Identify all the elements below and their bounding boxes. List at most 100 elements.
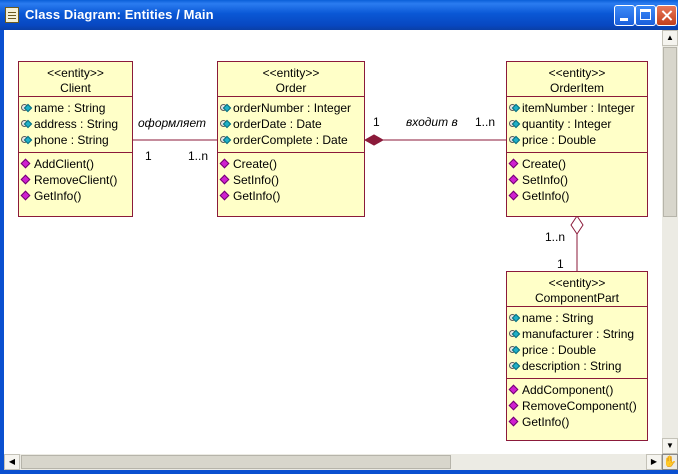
operation-icon (219, 174, 230, 185)
multiplicity-order-side: 1 (373, 115, 380, 129)
attribute-icon (21, 119, 32, 129)
operation-icon (508, 384, 519, 395)
attribute-icon (509, 361, 520, 371)
multiplicity-item-side: 1..n (545, 230, 566, 244)
attributes-section: name : String manufacturer : String pric… (507, 307, 647, 379)
diagram-canvas[interactable]: оформляет 1 1..n 1 входит в 1..n 1..n 1 … (4, 30, 662, 454)
operation-row[interactable]: SetInfo() (219, 172, 364, 188)
attributes-section: orderNumber : Integer orderDate : Date o… (218, 97, 364, 153)
class-name: OrderItem (549, 81, 604, 95)
operations-section: Create() SetInfo() GetInfo() (507, 153, 647, 208)
attribute-row[interactable]: quantity : Integer (509, 116, 647, 132)
pan-hand-icon[interactable]: ✋ (662, 454, 678, 470)
operation-icon (508, 174, 519, 185)
attribute-icon (509, 103, 520, 113)
multiplicity-client: 1 (145, 149, 152, 163)
stereotype: <<entity>> (548, 66, 606, 80)
operation-icon (219, 158, 230, 169)
operation-row[interactable]: SetInfo() (508, 172, 647, 188)
class-header: <<entity>> Order (218, 62, 364, 97)
composition-diamond-icon (363, 134, 385, 146)
operation-icon (219, 190, 230, 201)
class-name: ComponentPart (534, 291, 620, 305)
class-header: <<entity>> Client (19, 62, 132, 97)
operation-icon (508, 158, 519, 169)
association-label-order-item: входит в (406, 115, 458, 129)
attribute-row[interactable]: manufacturer : String (509, 326, 647, 342)
multiplicity-orderitem: 1..n (475, 115, 496, 129)
attribute-row[interactable]: price : Double (509, 132, 647, 148)
operation-row[interactable]: RemoveComponent() (508, 398, 647, 414)
attribute-icon (509, 119, 520, 129)
attribute-row[interactable]: name : String (21, 100, 132, 116)
class-name: Client (60, 81, 91, 95)
operations-section: AddClient() RemoveClient() GetInfo() (19, 153, 132, 208)
operation-row[interactable]: AddClient() (20, 156, 132, 172)
attribute-icon (21, 103, 32, 113)
operation-icon (20, 190, 31, 201)
title-bar[interactable]: Class Diagram: Entities / Main (0, 0, 678, 30)
operation-row[interactable]: AddComponent() (508, 382, 647, 398)
attribute-icon (220, 135, 231, 145)
operation-row[interactable]: GetInfo() (20, 188, 132, 204)
attribute-icon (509, 135, 520, 145)
attributes-section: itemNumber : Integer quantity : Integer … (507, 97, 647, 153)
class-name: Order (275, 81, 307, 95)
stereotype: <<entity>> (262, 66, 320, 80)
attribute-icon (509, 313, 520, 323)
operations-section: AddComponent() RemoveComponent() GetInfo… (507, 379, 647, 434)
window-title: Class Diagram: Entities / Main (25, 7, 214, 22)
attribute-row[interactable]: price : Double (509, 342, 647, 358)
attribute-row[interactable]: description : String (509, 358, 647, 374)
horizontal-scrollbar[interactable]: ◀ ▶ (4, 454, 662, 470)
maximize-button[interactable] (635, 5, 656, 26)
close-button[interactable] (656, 5, 677, 26)
attribute-row[interactable]: itemNumber : Integer (509, 100, 647, 116)
scroll-down-button[interactable]: ▼ (662, 438, 678, 454)
operation-icon (508, 190, 519, 201)
horizontal-scroll-thumb[interactable] (21, 455, 451, 469)
attribute-row[interactable]: orderDate : Date (220, 116, 364, 132)
scroll-right-button[interactable]: ▶ (646, 454, 662, 470)
class-orderitem[interactable]: <<entity>> OrderItem itemNumber : Intege… (506, 61, 648, 217)
attribute-icon (21, 135, 32, 145)
attributes-section: name : String address : String phone : S… (19, 97, 132, 153)
class-client[interactable]: <<entity>> Client name : String address … (18, 61, 133, 217)
document-icon[interactable] (5, 7, 19, 23)
operation-row[interactable]: GetInfo() (508, 188, 647, 204)
attribute-icon (220, 119, 231, 129)
multiplicity-order: 1..n (188, 149, 209, 163)
vertical-scroll-thumb[interactable] (663, 47, 677, 217)
operation-row[interactable]: GetInfo() (508, 414, 647, 430)
class-componentpart[interactable]: <<entity>> ComponentPart name : String m… (506, 271, 648, 441)
class-order[interactable]: <<entity>> Order orderNumber : Integer o… (217, 61, 365, 217)
minimize-button[interactable] (614, 5, 635, 26)
class-header: <<entity>> OrderItem (507, 62, 647, 97)
operation-row[interactable]: Create() (508, 156, 647, 172)
operations-section: Create() SetInfo() GetInfo() (218, 153, 364, 208)
attribute-row[interactable]: orderNumber : Integer (220, 100, 364, 116)
attribute-icon (509, 345, 520, 355)
operation-row[interactable]: RemoveClient() (20, 172, 132, 188)
association-label-client-order: оформляет (138, 116, 206, 130)
class-header: <<entity>> ComponentPart (507, 272, 647, 307)
attribute-row[interactable]: orderComplete : Date (220, 132, 364, 148)
aggregation-diamond-icon (570, 215, 584, 235)
attribute-icon (220, 103, 231, 113)
operation-row[interactable]: GetInfo() (219, 188, 364, 204)
operation-icon (20, 174, 31, 185)
attribute-row[interactable]: phone : String (21, 132, 132, 148)
vertical-scrollbar[interactable]: ▲ ▼ (662, 30, 678, 454)
association-lines (132, 134, 584, 271)
operation-icon (508, 416, 519, 427)
attribute-row[interactable]: name : String (509, 310, 647, 326)
stereotype: <<entity>> (548, 276, 606, 290)
operation-row[interactable]: Create() (219, 156, 364, 172)
stereotype: <<entity>> (47, 66, 104, 80)
scroll-left-button[interactable]: ◀ (4, 454, 20, 470)
scroll-up-button[interactable]: ▲ (662, 30, 678, 46)
operation-icon (20, 158, 31, 169)
attribute-row[interactable]: address : String (21, 116, 132, 132)
multiplicity-part-side: 1 (557, 257, 564, 271)
